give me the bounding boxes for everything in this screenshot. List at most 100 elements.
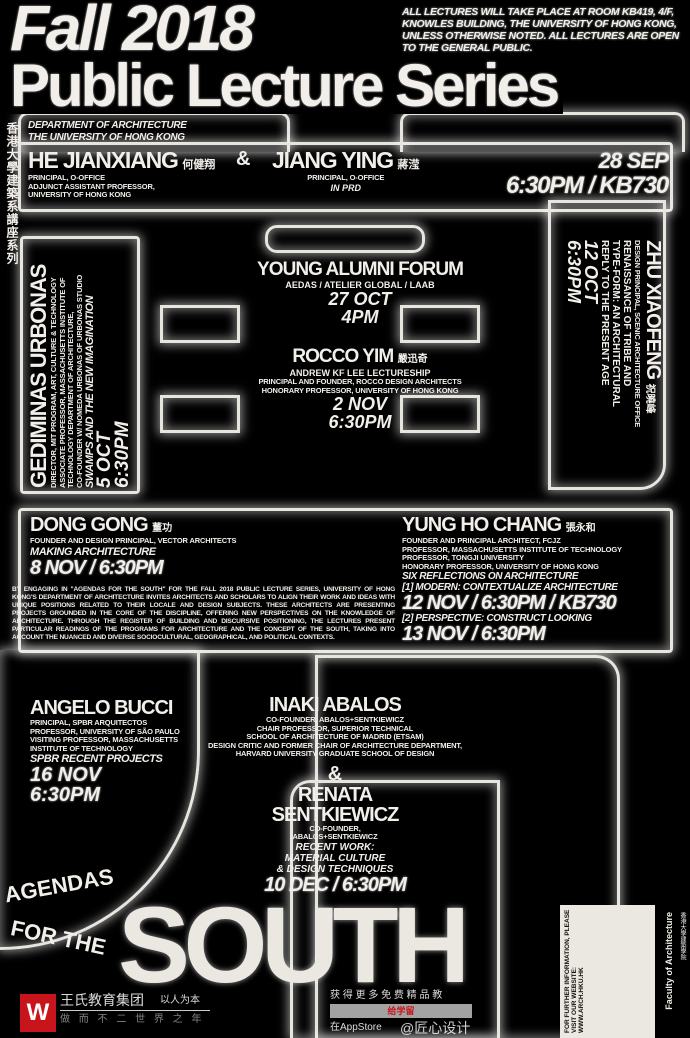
lecture-zhu-xiaofeng: ZHU XIAOFENG 祝曉峰 DESIGN PRINCIPAL, SCENI… bbox=[564, 240, 665, 490]
lecture-gediminas-urbonas: GEDIMINAS URBONAS DIRECTOR, MIT PROGRAM,… bbox=[26, 248, 133, 488]
speaker-name: YUNG HO CHANG bbox=[402, 514, 562, 536]
intro-paragraph: BY ENGAGING IN "AGENDAS FOR THE SOUTH" F… bbox=[12, 586, 395, 641]
watermark-right-handle: @匠心设计 bbox=[400, 1020, 471, 1036]
glyph-middle-band bbox=[18, 508, 673, 653]
speaker-name: ZHU XIAOFENG bbox=[642, 240, 664, 380]
speaker-name: INAKI ABALOS bbox=[269, 694, 402, 716]
lecture-date: 16 NOV bbox=[30, 764, 102, 786]
lecture-young-alumni-forum: YOUNG ALUMNI FORUM AEDAS / ATELIER GLOBA… bbox=[230, 259, 490, 327]
title-fall-2018: Fall 2018 bbox=[10, 0, 255, 64]
watermark-logo: W bbox=[20, 994, 56, 1032]
watermark-left-motto: 以人为本 bbox=[160, 995, 200, 1006]
speaker-role: HONORARY PROFESSOR, UNIVERSITY OF HONG K… bbox=[402, 561, 599, 571]
event-firms: AEDAS / ATELIER GLOBAL / LAAB bbox=[285, 280, 435, 290]
speaker-role: VISITING PROFESSOR, MASSACHUSETTS bbox=[30, 735, 178, 744]
lecture-time: 6:30PM bbox=[328, 412, 392, 432]
speaker-chinese-name: 嚴迅奇 bbox=[397, 354, 428, 365]
lecture-rocco-yim: ROCCO YIM 嚴迅奇 ANDREW KF LEE LECTURESHIP … bbox=[225, 346, 495, 431]
watermark-left-title: 王氏教育集团 bbox=[60, 992, 144, 1008]
speaker-role: CO-FOUNDER W/ NOMEDA URBONAS OF URBONAS … bbox=[74, 274, 84, 488]
lecture-title: MATERIAL CULTURE bbox=[284, 852, 386, 864]
speaker-role: FOUNDER AND PRINCIPAL ARCHITECT, FCJZ bbox=[402, 536, 561, 545]
watermark-right-line2: 在AppStore bbox=[330, 1022, 382, 1033]
lecture-jiang-ying: JIANG YING 蔣滢 PRINCIPAL, O-OFFICE IN PRD bbox=[272, 147, 419, 193]
lecture-time: 4PM bbox=[341, 307, 379, 327]
faculty-chinese-name: 香港大學建築學院 bbox=[679, 912, 685, 960]
lecture-date: 12 OCT bbox=[581, 240, 602, 304]
lecture-inaki-abalos: INAKI ABALOS CO-FOUNDER, ABALOS+SENTKIEW… bbox=[195, 694, 475, 895]
speaker-chinese-name: 蔣滢 bbox=[397, 159, 420, 171]
lecture-title: SIX REFLECTIONS ON ARCHITECTURE bbox=[402, 571, 579, 582]
lecture-datetime: 8 NOV / 6:30PM bbox=[30, 556, 164, 579]
lecture-datetime: 10 DEC / 6:30PM bbox=[264, 873, 407, 896]
speaker-name: HE JIANXIANG bbox=[28, 147, 179, 173]
speaker-role: ABALOS+SENTKIEWICZ bbox=[292, 832, 378, 841]
lecture-date: 27 OCT bbox=[328, 289, 392, 309]
speaker-chinese-name: 張永和 bbox=[565, 523, 596, 534]
glyph-top-bar bbox=[18, 142, 673, 212]
lecture-title: RENAISSANCE OF TRIBE AND bbox=[621, 240, 633, 387]
speaker-role: INSTITUTE OF TECHNOLOGY bbox=[30, 743, 133, 753]
info-text: FOR FURTHER INFORMATION, PLEASE VISIT OU… bbox=[564, 909, 585, 1033]
speaker-role: PROFESSOR, TONGJI UNIVERSITY bbox=[402, 553, 524, 562]
speaker-name: JIANG YING bbox=[272, 147, 394, 173]
speaker-role: PROFESSOR, UNIVERSITY OF SÃO PAULO bbox=[30, 726, 180, 736]
speaker-role: PRINCIPAL AND FOUNDER, ROCCO DESIGN ARCH… bbox=[258, 377, 462, 386]
speaker-role: CHAIR PROFESSOR, SUPERIOR TECHNICAL bbox=[256, 723, 414, 733]
speaker-name: GEDIMINAS URBONAS bbox=[26, 264, 51, 488]
watermark-left-sub: 做 而 不 二 世 界 之 年 bbox=[60, 1014, 205, 1025]
department-line1: DEPARTMENT OF ARCHITECTURE bbox=[28, 120, 187, 131]
watermark-right-badge: 给学留 bbox=[330, 1004, 472, 1018]
lecture-title: & DESIGN TECHNIQUES bbox=[276, 863, 394, 875]
lecture-title: SPBR RECENT PROJECTS bbox=[30, 753, 163, 765]
glyph-center-box-left2 bbox=[160, 395, 240, 433]
event-name: YOUNG ALUMNI FORUM bbox=[257, 259, 464, 280]
speaker-role: ADJUNCT ASSISTANT PROFESSOR, bbox=[28, 181, 155, 191]
lecture-date: 2 NOV bbox=[332, 394, 388, 414]
glyph-center-box-right2 bbox=[400, 395, 480, 433]
lecture-title: MAKING ARCHITECTURE bbox=[30, 545, 156, 558]
watermark-left-divider bbox=[60, 1010, 210, 1011]
south-wordmark: SOUTH bbox=[118, 884, 470, 1005]
speaker-chinese-name: 祝曉峰 bbox=[644, 383, 655, 414]
speaker-role: SCHOOL OF ARCHITECTURE OF MADRID (ETSAM) bbox=[246, 732, 424, 741]
speaker-name: SENTKIEWICZ bbox=[271, 803, 400, 826]
glyph-center-box-right bbox=[400, 305, 480, 343]
lecture-time: 6:30PM bbox=[112, 421, 133, 488]
speaker-role: PROFESSOR, MASSACHUSETTS INSTITUTE OF TE… bbox=[402, 544, 622, 554]
lecture-title: ANDREW KF LEE LECTURESHIP bbox=[289, 368, 431, 378]
lecture-angelo-bucci: ANGELO BUCCI PRINCIPAL, SPBR ARQUITECTOS… bbox=[30, 697, 180, 805]
speaker-role: UNIVERSITY OF HONG KONG bbox=[28, 190, 132, 199]
faculty-name: Faculty of Architecture bbox=[664, 912, 674, 1010]
department-line2: THE UNIVERSITY OF HONG KONG bbox=[28, 132, 185, 143]
speaker-role: PRINCIPAL, O-OFFICE bbox=[28, 173, 106, 182]
lecture-title: RECENT WORK: bbox=[295, 841, 375, 853]
info-strip bbox=[560, 905, 655, 1038]
glyph-right-column bbox=[548, 200, 666, 490]
lecture-part2-datetime: 13 NOV / 6:30PM bbox=[402, 623, 546, 645]
speaker-role: PRINCIPAL, SPBR ARQUITECTOS bbox=[30, 718, 148, 727]
glyph-center-top bbox=[265, 225, 425, 253]
lecture-part1-datetime: 12 NOV / 6:30PM / KB730 bbox=[402, 592, 617, 614]
lecture-title: TYPE-FORM: AN ARCHITECTURAL bbox=[610, 240, 622, 408]
glyph-lower-inner bbox=[290, 780, 500, 1038]
lecture-title: IN PRD bbox=[330, 182, 361, 193]
speaker-chinese-name: 何健翔 bbox=[182, 159, 216, 171]
lecture-dong-gong: DONG GONG 董功 FOUNDER AND DESIGN PRINCIPA… bbox=[30, 514, 236, 578]
ampersand: & bbox=[327, 762, 343, 785]
lecture-time: 6:30PM bbox=[564, 240, 585, 304]
glyph-center-box-left bbox=[160, 305, 240, 343]
lecture-part2: [2] PERSPECTIVE: CONSTRUCT LOOKING bbox=[402, 613, 592, 624]
speaker-role: CO-FOUNDER, bbox=[309, 823, 361, 833]
watermark-right-line1: 获 得 更 多 免 费 精 品 教 bbox=[330, 990, 443, 1001]
lecture-he-jianxiang: HE JIANXIANG 何健翔 PRINCIPAL, O-OFFICE ADJ… bbox=[28, 147, 215, 200]
he-time: 6:30PM / KB730 bbox=[506, 172, 669, 199]
speaker-role: DESIGN CRITIC AND FORMER CHAIR OF ARCHIT… bbox=[208, 740, 462, 750]
speaker-name: ANGELO BUCCI bbox=[30, 697, 173, 719]
lecture-title: REPLY TO THE PRESENT AGE bbox=[599, 240, 611, 386]
speaker-role: PRINCIPAL, O-OFFICE bbox=[307, 173, 385, 182]
speaker-role: CO-FOUNDER, ABALOS+SENTKIEWICZ bbox=[266, 715, 404, 724]
speaker-role: DESIGN PRINCIPAL, SCENIC ARCHITECTURE OF… bbox=[633, 240, 642, 428]
lecture-time: 6:30PM bbox=[30, 784, 101, 806]
speaker-name: DONG GONG bbox=[30, 514, 149, 536]
